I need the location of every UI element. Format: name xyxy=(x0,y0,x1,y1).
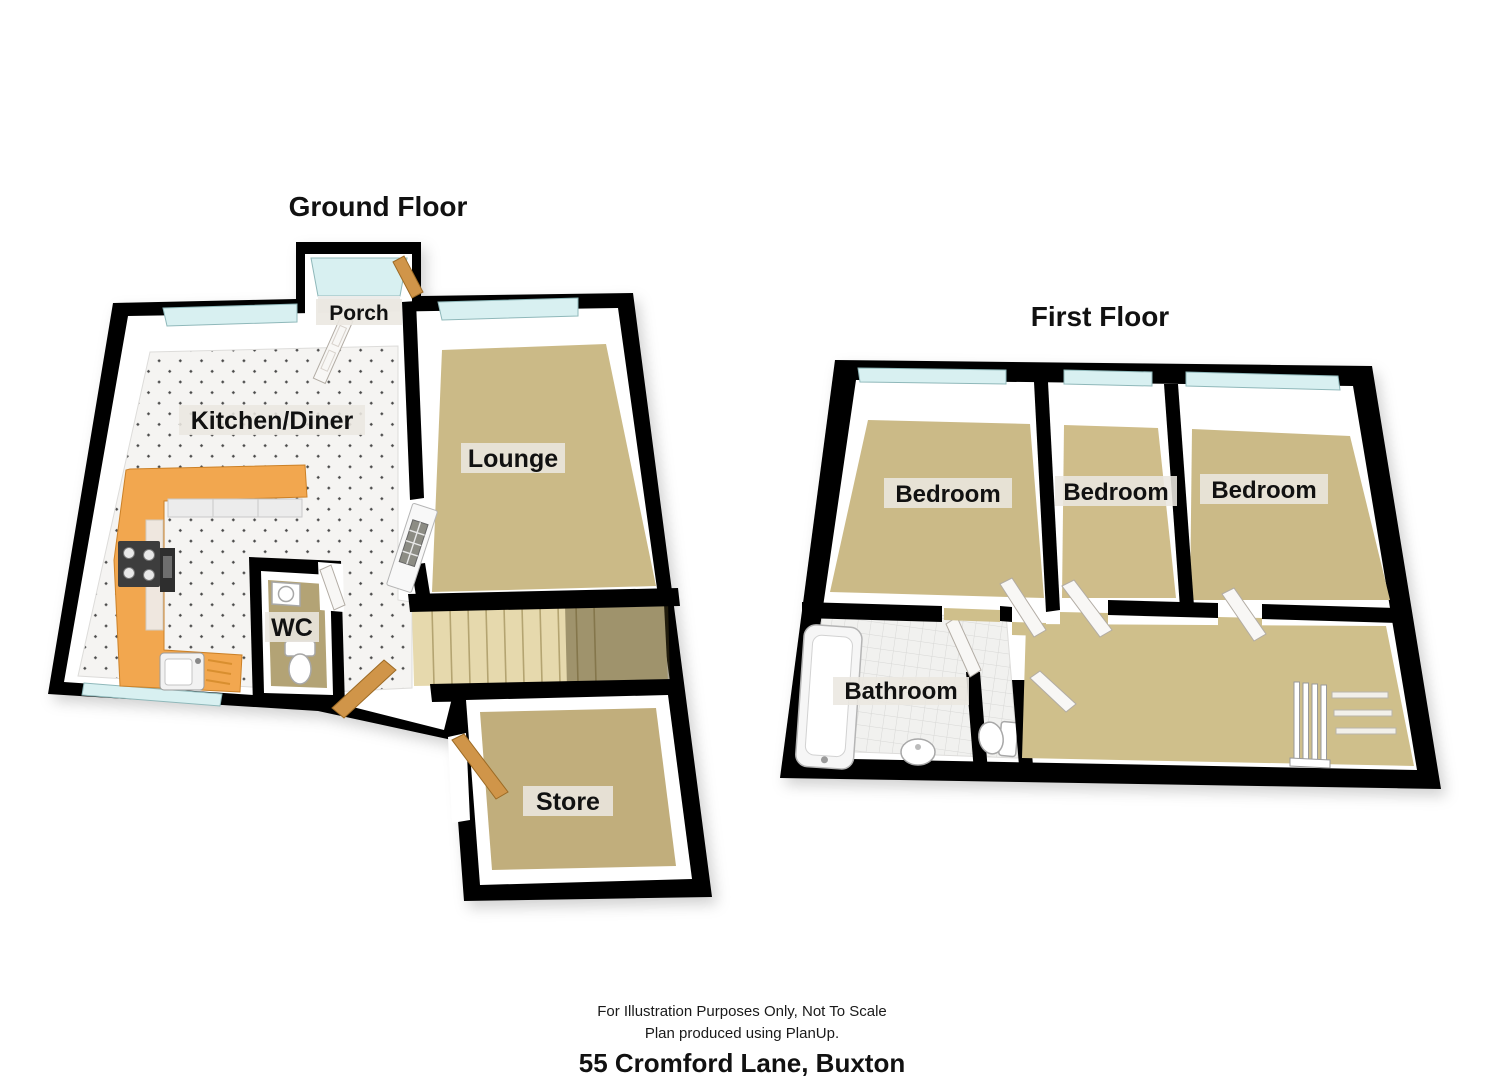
disclaimer-line2: Plan produced using PlanUp. xyxy=(645,1025,839,1042)
wc-door xyxy=(319,564,346,611)
svg-text:Porch: Porch xyxy=(329,302,389,325)
svg-text:Bathroom: Bathroom xyxy=(844,678,957,705)
stairs-shadow xyxy=(565,600,670,688)
wc-toilet xyxy=(284,640,316,685)
footer: For Illustration Purposes Only, Not To S… xyxy=(579,1003,905,1078)
svg-text:Bedroom: Bedroom xyxy=(895,481,1000,508)
bedroom3-window xyxy=(1185,371,1341,391)
first-floor-title: First Floor xyxy=(1031,301,1170,332)
kitchen-counter xyxy=(113,464,308,693)
store-door xyxy=(451,733,509,800)
label-lounge: Lounge xyxy=(461,443,565,473)
disclaimer-line1: For Illustration Purposes Only, Not To S… xyxy=(597,1003,887,1020)
lounge-window xyxy=(437,297,579,321)
property-address: 55 Cromford Lane, Buxton xyxy=(579,1048,905,1078)
svg-text:Kitchen/Diner: Kitchen/Diner xyxy=(191,407,354,435)
label-kitchen-diner: Kitchen/Diner xyxy=(179,405,365,435)
bedroom-divider-2 xyxy=(1164,384,1194,608)
first-floor-toilet xyxy=(978,720,1019,758)
stair-railing xyxy=(1289,681,1331,769)
bedroom3-door xyxy=(1221,587,1267,642)
porch-window xyxy=(310,257,408,297)
first-floor-interior-walls xyxy=(802,382,1398,778)
ground-floor-title: Ground Floor xyxy=(289,191,468,222)
svg-text:Lounge: Lounge xyxy=(468,445,558,473)
landing-shelves xyxy=(1331,691,1397,735)
label-store: Store xyxy=(523,786,613,816)
wc-basin xyxy=(271,581,301,607)
label-bedroom-2: Bedroom xyxy=(1055,476,1177,506)
svg-text:Store: Store xyxy=(536,788,600,816)
label-bathroom: Bathroom xyxy=(833,677,969,705)
bedroom-divider-1 xyxy=(1034,382,1060,612)
staircase xyxy=(412,600,670,688)
ground-floor-windows xyxy=(81,297,579,707)
bathroom-basin xyxy=(900,738,936,766)
hob xyxy=(118,541,160,587)
oven xyxy=(160,548,175,592)
ground-floor-plan: Porch Kitchen/Diner Lounge WC Store xyxy=(48,242,712,901)
first-floor-plan: Bedroom Bedroom Bedroom Bathroom xyxy=(780,360,1441,789)
front-door xyxy=(392,255,424,299)
back-door xyxy=(331,659,397,719)
label-wc: WC xyxy=(265,612,319,642)
bedroom2-window xyxy=(1063,369,1153,387)
lounge-door xyxy=(386,503,438,593)
first-floor-windows xyxy=(857,367,1341,391)
bedroom1-window xyxy=(857,367,1007,385)
room-bedroom-3 xyxy=(1190,429,1390,600)
room-bedroom-1 xyxy=(830,420,1044,598)
label-bedroom-1: Bedroom xyxy=(884,478,1012,508)
bedroom1-door xyxy=(999,577,1047,638)
bath xyxy=(795,624,863,770)
svg-text:Bedroom: Bedroom xyxy=(1211,477,1316,504)
label-bedroom-3: Bedroom xyxy=(1200,474,1328,504)
kitchen-sink xyxy=(159,652,233,691)
svg-text:WC: WC xyxy=(271,614,313,642)
first-floor-doors xyxy=(999,577,1267,713)
cupboard-door xyxy=(1029,670,1077,713)
room-bedroom-2 xyxy=(1062,425,1176,598)
bedroom2-door xyxy=(1061,579,1113,638)
kitchen-window xyxy=(162,303,298,327)
ground-floor-interior-walls xyxy=(402,301,680,702)
svg-text:Bedroom: Bedroom xyxy=(1063,479,1168,506)
label-porch: Porch xyxy=(316,299,402,325)
